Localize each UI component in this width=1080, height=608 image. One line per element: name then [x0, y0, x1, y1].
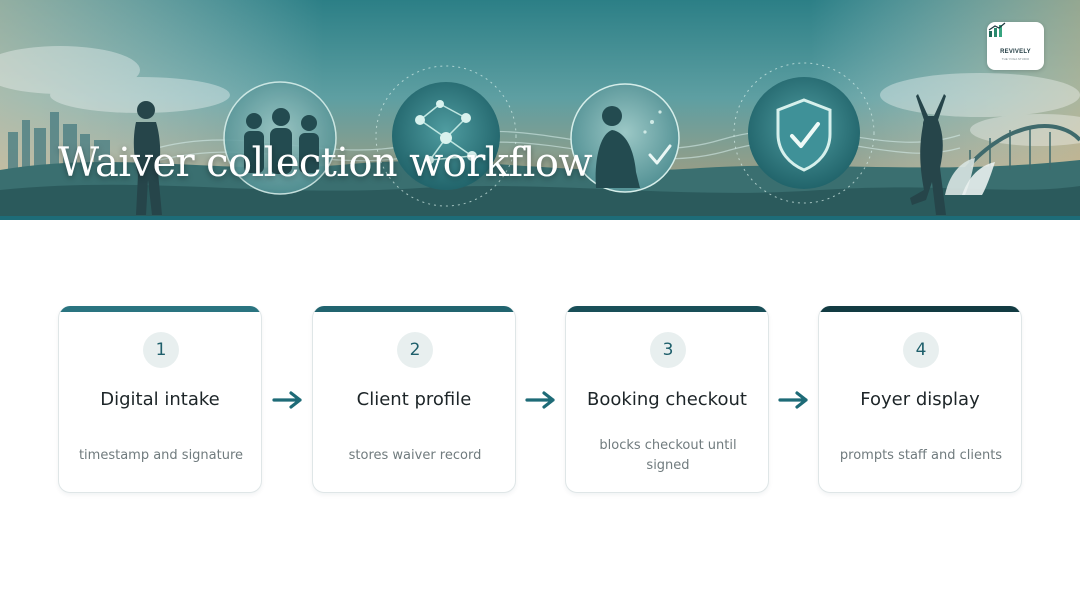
shield-check-icon [733, 62, 875, 204]
brand-logo: REVIVELY THE YOGA STUDIO [987, 22, 1044, 70]
step-title: Digital intake [100, 389, 220, 410]
logo-icon [988, 22, 1006, 37]
step-card-2: 2 Client profile stores waiver record [312, 306, 516, 493]
logo-wordmark: REVIVELY [1000, 49, 1031, 55]
step-title: Booking checkout [587, 389, 747, 410]
arrow-right-icon [525, 391, 555, 409]
arrow-right-icon [272, 391, 302, 409]
step-title: Foyer display [860, 389, 980, 410]
step-accent-bar [59, 306, 261, 312]
step-number: 1 [143, 332, 179, 368]
header-banner: Waiver collection workflow REVIVELY THE … [0, 0, 1080, 218]
step-card-4: 4 Foyer display prompts staff and client… [818, 306, 1022, 493]
banner-divider [0, 216, 1080, 220]
step-number: 4 [903, 332, 939, 368]
network-icon [375, 65, 517, 207]
step-accent-bar [566, 306, 768, 312]
step-description: timestamp and signature [78, 448, 244, 463]
arrow-right-icon [778, 391, 808, 409]
signing-icon [570, 83, 680, 193]
step-title: Client profile [356, 389, 472, 410]
step-accent-bar [313, 306, 515, 312]
step-number: 2 [397, 332, 433, 368]
step-number: 3 [650, 332, 686, 368]
step-description: blocks checkout until signed [599, 438, 737, 473]
page-title: Waiver collection workflow [58, 140, 593, 186]
banner-illustration [0, 0, 1080, 218]
step-card-3: 3 Booking checkout blocks checkout until… [565, 306, 769, 493]
step-card-1: 1 Digital intake timestamp and signature [58, 306, 262, 493]
workflow-steps: 1 Digital intake timestamp and signature… [0, 306, 1080, 496]
step-description: prompts staff and clients [839, 448, 1003, 463]
step-accent-bar [819, 306, 1021, 312]
logo-tagline: THE YOGA STUDIO [1001, 57, 1030, 61]
group-icon [223, 81, 337, 195]
step-description: stores waiver record [348, 448, 482, 463]
